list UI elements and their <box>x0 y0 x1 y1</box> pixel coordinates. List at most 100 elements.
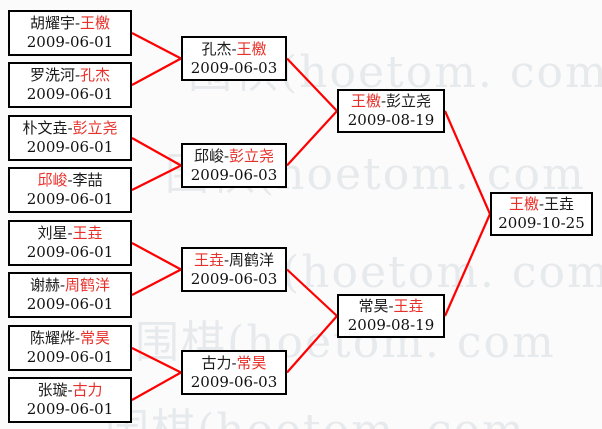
match-date: 2009-08-19 <box>347 316 435 334</box>
match-players: 朴文垚-彭立尧 <box>22 119 117 138</box>
connector-line <box>131 268 182 296</box>
player2-name: 古力 <box>72 381 103 399</box>
connector-line <box>131 57 182 86</box>
players-separator: - <box>59 276 66 294</box>
player1-name: 常昊 <box>358 297 389 315</box>
connector-line <box>131 32 182 60</box>
connector-line <box>286 57 338 112</box>
player1-name: 王垚 <box>193 250 224 269</box>
player1-name: 邱峻 <box>193 146 224 165</box>
players-separator: - <box>231 39 237 58</box>
match-players: 罗洗河-孔杰 <box>30 66 110 85</box>
players-separator: - <box>74 329 81 347</box>
player1-name: 孔杰 <box>201 39 232 58</box>
match-players: 王垚-周鹤洋 <box>194 251 274 270</box>
connector-line <box>286 315 338 374</box>
match-players: 胡耀宇-王檄 <box>30 14 110 33</box>
player1-name: 胡耀宇 <box>29 14 75 32</box>
match-players: 刘星-王垚 <box>37 224 102 243</box>
player1-name: 谢赫 <box>29 276 60 294</box>
player2-name: 彭立尧 <box>229 146 275 165</box>
match-players: 王檄-王垚 <box>509 195 574 214</box>
player2-name: 李喆 <box>72 171 103 189</box>
player2-name: 孔杰 <box>80 66 111 84</box>
player2-name: 王檄 <box>236 39 267 58</box>
match-date: 2009-06-01 <box>26 190 114 208</box>
match-players: 王檄-彭立尧 <box>351 92 431 111</box>
match-date: 2009-10-25 <box>498 214 585 232</box>
players-separator: - <box>67 119 73 137</box>
player1-name: 陈耀烨 <box>29 329 75 347</box>
connector-line <box>286 268 338 317</box>
players-separator: - <box>380 92 387 110</box>
player2-name: 彭立尧 <box>386 92 432 110</box>
player2-name: 常昊 <box>80 329 111 347</box>
player1-name: 邱峻 <box>37 171 68 189</box>
connector-line <box>131 371 182 401</box>
match-players: 邱峻-彭立尧 <box>194 147 274 166</box>
match-date: 2009-06-01 <box>26 138 114 156</box>
match-date: 2009-06-01 <box>26 295 114 313</box>
match-date: 2009-06-03 <box>190 58 278 77</box>
match-players: 陈耀烨-常昊 <box>30 329 110 348</box>
match-date: 2009-06-01 <box>26 400 114 418</box>
match-date: 2009-06-03 <box>190 269 278 288</box>
players-separator: - <box>223 250 230 269</box>
match-date: 2009-06-03 <box>190 372 278 391</box>
players-separator: - <box>67 224 73 242</box>
match-date: 2009-06-03 <box>190 165 278 184</box>
match-players: 孔杰-王檄 <box>201 40 266 59</box>
players-separator: - <box>388 297 394 315</box>
match-players: 张璇-古力 <box>37 381 102 400</box>
connector-line <box>131 164 182 191</box>
match-date: 2009-06-01 <box>26 33 114 51</box>
players-separator: - <box>67 381 73 399</box>
connector-line <box>286 110 338 167</box>
match-players: 古力-常昊 <box>201 354 266 373</box>
player1-name: 罗洗河 <box>29 66 75 84</box>
connector-line <box>131 347 182 374</box>
match-players: 邱峻-李喆 <box>37 171 102 190</box>
player2-name: 周鹤洋 <box>229 250 275 269</box>
players-separator: - <box>74 66 81 84</box>
players-separator: - <box>538 195 545 213</box>
match-players: 常昊-王垚 <box>358 297 423 316</box>
match-date: 2009-06-01 <box>26 243 114 261</box>
connector-line <box>443 213 492 317</box>
player2-name: 周鹤洋 <box>65 276 111 294</box>
player2-name: 王垚 <box>72 224 103 242</box>
players-separator: - <box>231 353 237 372</box>
connector-line <box>131 137 182 167</box>
players-separator: - <box>223 146 230 165</box>
connector-line <box>443 110 492 215</box>
player1-name: 王檄 <box>508 195 539 213</box>
player1-name: 朴文垚 <box>22 119 68 137</box>
player2-name: 王檄 <box>80 14 111 32</box>
players-separator: - <box>74 14 81 32</box>
match-date: 2009-06-01 <box>26 348 114 366</box>
player2-name: 彭立尧 <box>72 119 118 137</box>
connector-line <box>131 242 182 271</box>
player1-name: 张璇 <box>37 381 68 399</box>
player1-name: 王檄 <box>350 92 381 110</box>
player2-name: 王垚 <box>393 297 424 315</box>
player2-name: 王垚 <box>544 195 575 213</box>
match-date: 2009-08-19 <box>347 111 435 129</box>
player2-name: 常昊 <box>236 353 267 372</box>
